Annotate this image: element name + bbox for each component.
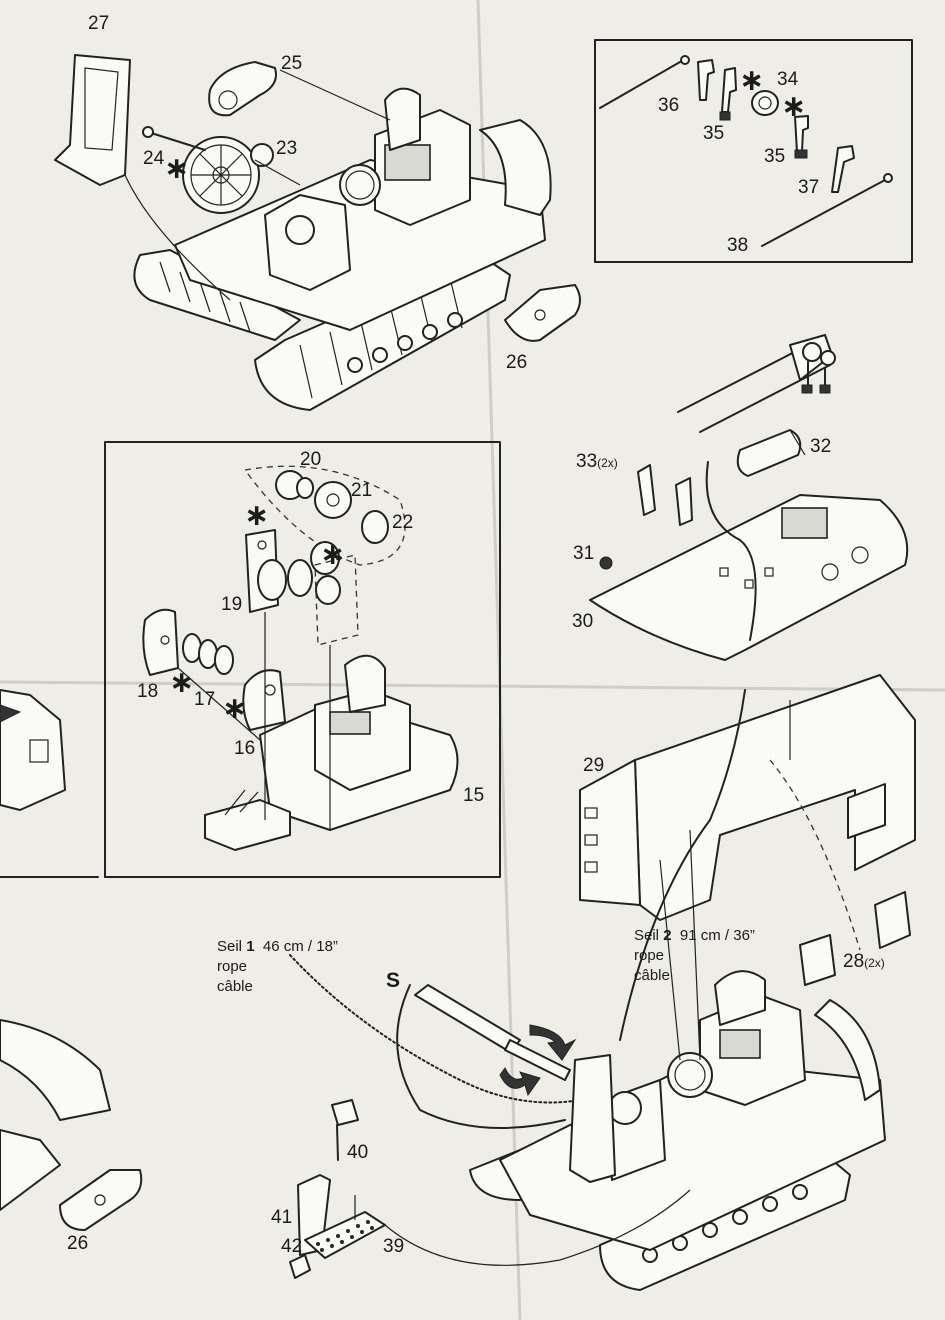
glue-mark-plate: ∗ xyxy=(320,537,346,572)
rope2-heading: Seil 2 91 cm / 36” xyxy=(634,926,755,946)
part-label-32: 32 xyxy=(810,436,832,457)
rope1-note: Seil 1 46 cm / 18” rope câble xyxy=(217,937,338,997)
glue-mark-24: ∗ xyxy=(164,151,190,186)
part-label-24: 24 xyxy=(143,148,165,169)
rope1-english: rope xyxy=(217,958,248,975)
step5-final-assembly-drawing xyxy=(289,829,886,1291)
rope2-note: Seil 2 91 cm / 36” rope câble xyxy=(634,926,755,986)
part-label-31: 31 xyxy=(573,543,595,564)
glue-mark-34b: ∗ xyxy=(781,89,807,124)
part-label-25: 25 xyxy=(281,53,303,74)
rope1-length: 46 cm / 18” xyxy=(262,938,338,955)
part-label-35b: 35 xyxy=(764,146,786,167)
part-label-23: 23 xyxy=(276,138,298,159)
part-label-18: 18 xyxy=(137,681,159,702)
part-label-16: 16 xyxy=(234,738,256,759)
part-label-33: 33(2x) xyxy=(576,452,618,471)
part-label-17: 17 xyxy=(194,689,216,710)
part-label-38: 38 xyxy=(727,235,749,256)
step3-winch-drawing xyxy=(142,465,459,851)
rope2-number: 2 xyxy=(663,927,672,944)
part-label-41: 41 xyxy=(271,1207,293,1228)
rope1-heading: Seil 1 46 cm / 18” xyxy=(217,937,338,957)
glue-mark-17: ∗ xyxy=(222,691,248,726)
panel-frames xyxy=(0,39,913,878)
glue-mark-18: ∗ xyxy=(169,665,195,700)
part-label-15: 15 xyxy=(463,785,485,806)
rope2-french: câble xyxy=(634,967,670,984)
rope1-word: Seil xyxy=(217,938,243,955)
part-28-number: 28 xyxy=(843,951,865,972)
part-label-35a: 35 xyxy=(703,123,725,144)
part-label-37: 37 xyxy=(798,177,820,198)
glue-mark-34a: ∗ xyxy=(739,63,765,98)
part-label-30: 30 xyxy=(572,611,594,632)
part-label-26-bottom: 26 xyxy=(67,1233,89,1254)
rope1-french: câble xyxy=(217,978,253,995)
rope1-number: 1 xyxy=(246,938,255,955)
left-edge-partial-drawings xyxy=(0,689,143,1231)
part-label-28: 28(2x) xyxy=(843,952,885,971)
step4-cabin-drawing xyxy=(579,334,916,1041)
part-label-40: 40 xyxy=(347,1142,369,1163)
step2-rigging-parts-drawing xyxy=(599,55,893,247)
tool-label-s: S xyxy=(386,969,401,992)
part-label-39: 39 xyxy=(383,1236,405,1257)
part-label-26-top: 26 xyxy=(506,352,528,373)
part-label-20: 20 xyxy=(300,449,322,470)
part-33-number: 33 xyxy=(576,451,598,472)
glue-mark-19: ∗ xyxy=(244,498,270,533)
part-label-42: 42 xyxy=(281,1236,303,1257)
rope2-english: rope xyxy=(634,947,665,964)
part-label-34: 34 xyxy=(777,69,799,90)
part-label-36: 36 xyxy=(658,95,680,116)
part-28-quantity: (2x) xyxy=(864,956,885,970)
rope2-word: Seil xyxy=(634,927,660,944)
part-label-29: 29 xyxy=(583,755,605,776)
step1-chassis-drawing xyxy=(54,54,581,411)
part-33-quantity: (2x) xyxy=(597,456,618,470)
part-label-21: 21 xyxy=(351,480,373,501)
part-label-19: 19 xyxy=(221,594,243,615)
part-label-27: 27 xyxy=(88,13,110,34)
rope2-length: 91 cm / 36” xyxy=(679,927,755,944)
part-label-22: 22 xyxy=(392,512,414,533)
